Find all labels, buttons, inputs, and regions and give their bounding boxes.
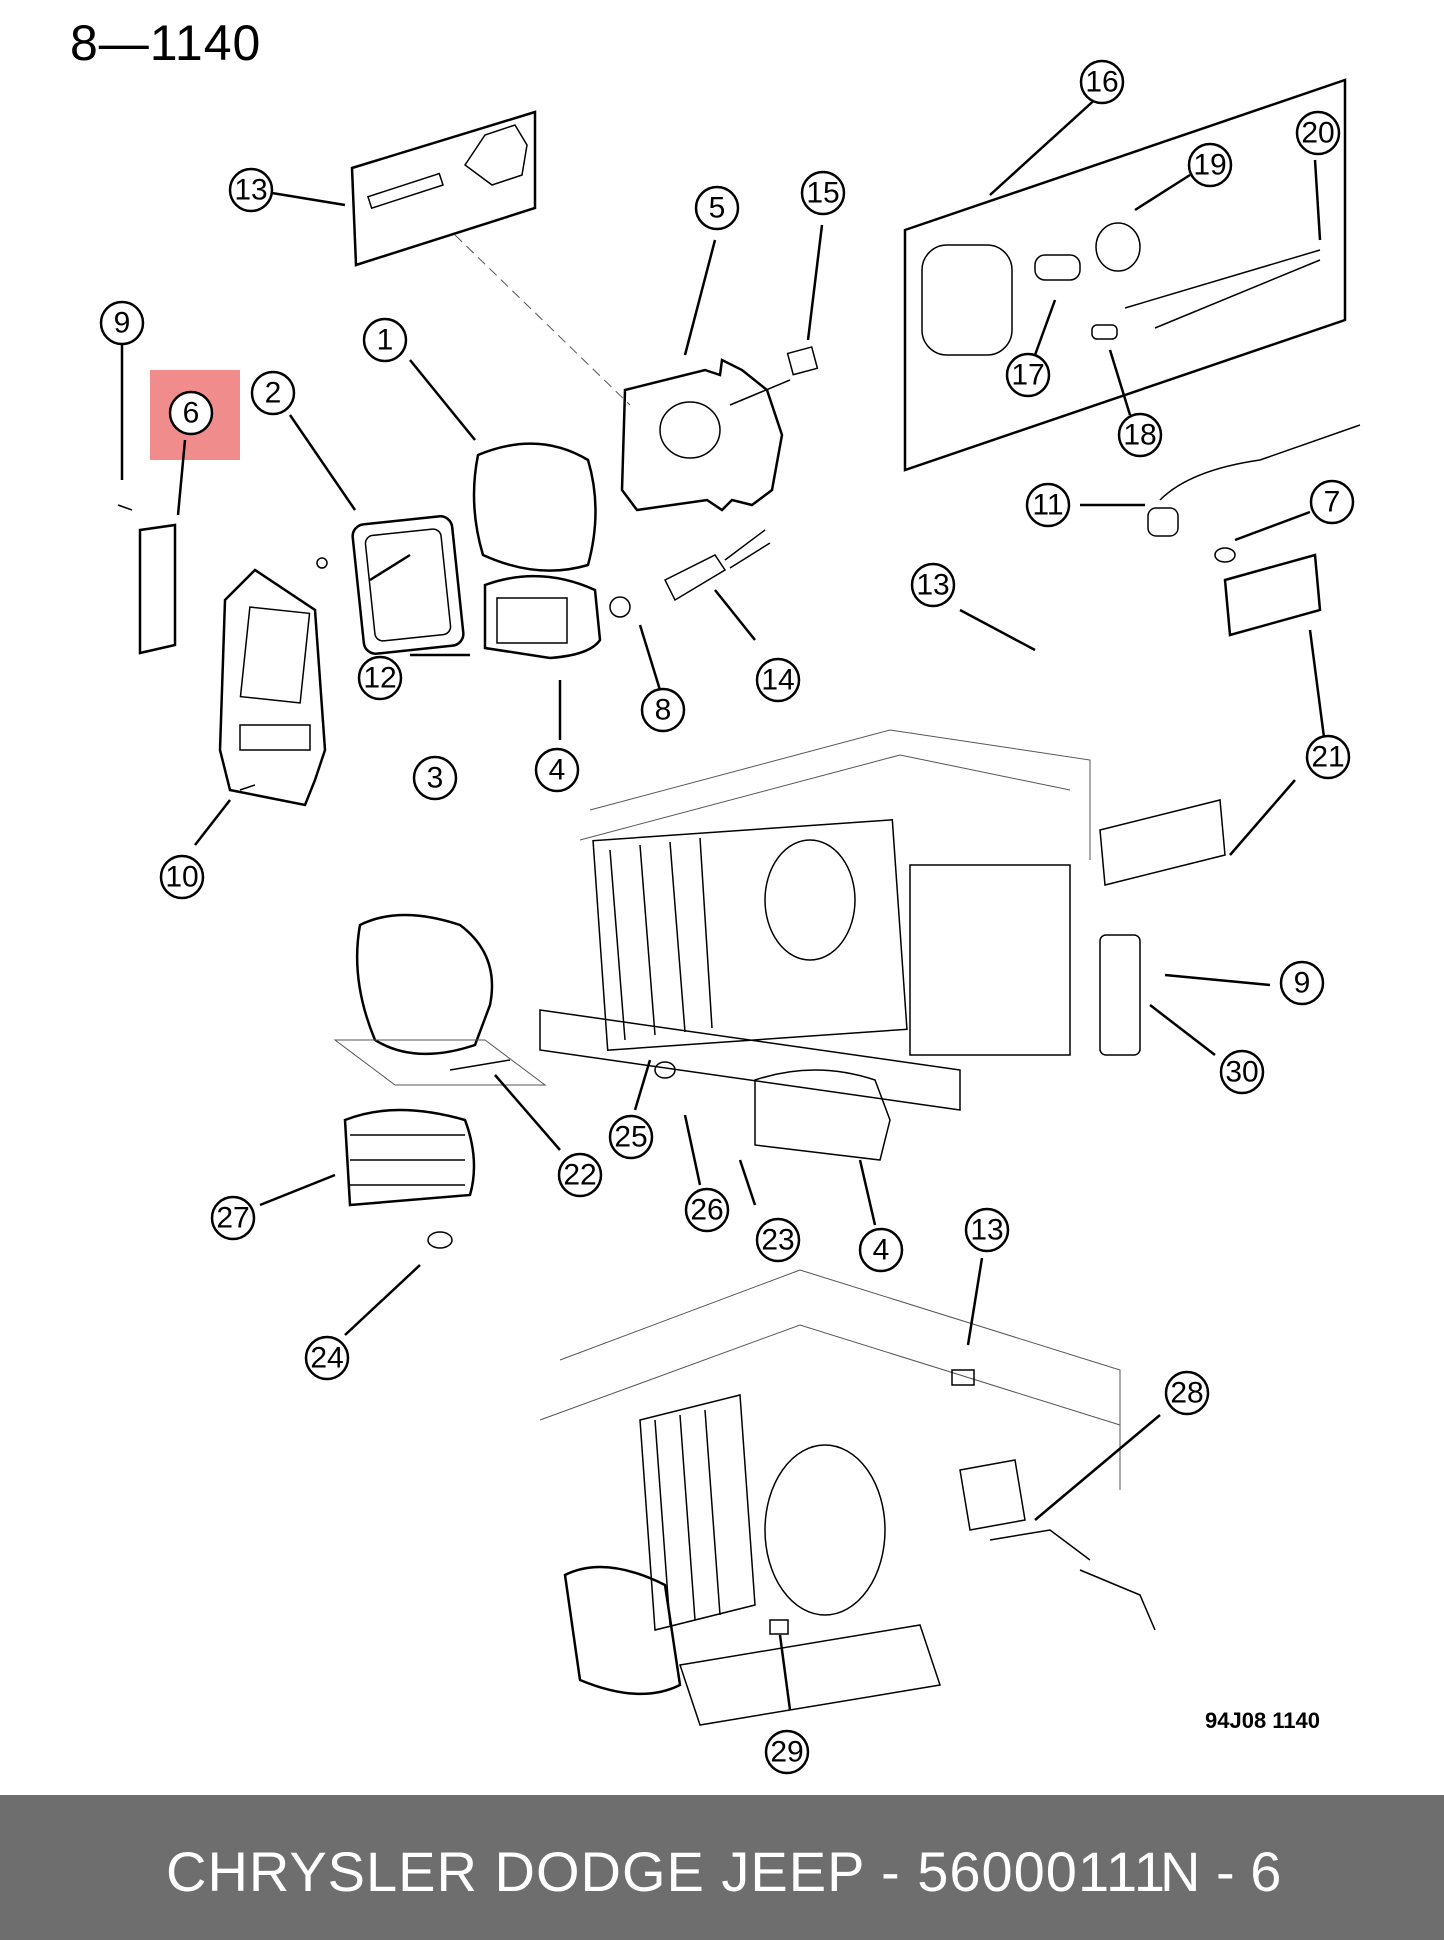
- callout-28: 28: [1164, 1370, 1210, 1416]
- exploded-view-drawing: 1 2 3 4 5 6 7 8 9 10 11 12 13 14 15 16 1…: [99, 59, 1361, 1775]
- svg-text:4: 4: [873, 1234, 890, 1267]
- callout-2: 2: [250, 370, 296, 416]
- svg-text:4: 4: [549, 754, 566, 787]
- callout-30: 30: [1219, 1049, 1265, 1095]
- svg-text:21: 21: [1311, 741, 1344, 774]
- parts-diagram: 8—1140: [70, 15, 1361, 1775]
- side-marker-lamp: [1223, 553, 1322, 637]
- callout-26: 26: [684, 1187, 730, 1233]
- svg-text:9: 9: [1294, 967, 1311, 1000]
- callout-8: 8: [640, 687, 686, 733]
- callout-27: 27: [210, 1195, 256, 1241]
- svg-text:30: 30: [1225, 1056, 1258, 1089]
- callout-12: 12: [357, 655, 403, 701]
- bracket-inset: [350, 110, 631, 406]
- callout-7: 7: [1309, 479, 1355, 525]
- callout-5: 5: [694, 185, 740, 231]
- callout-19: 19: [1187, 142, 1233, 188]
- park-lamp-upper: [483, 574, 602, 660]
- callout-4-lower: 4: [858, 1227, 904, 1273]
- callout-14: 14: [755, 657, 801, 703]
- callout-3: 3: [412, 755, 458, 801]
- svg-text:13: 13: [970, 1214, 1003, 1247]
- svg-text:15: 15: [806, 177, 839, 210]
- callout-15: 15: [800, 170, 846, 216]
- callout-13-lower: 13: [964, 1207, 1010, 1253]
- callout-22: 22: [557, 1152, 603, 1198]
- callout-6: 6: [168, 390, 214, 436]
- svg-text:22: 22: [563, 1159, 596, 1192]
- svg-text:16: 16: [1085, 66, 1118, 99]
- svg-text:18: 18: [1123, 419, 1156, 452]
- svg-text:27: 27: [216, 1202, 249, 1235]
- svg-text:19: 19: [1193, 149, 1226, 182]
- svg-text:14: 14: [761, 664, 794, 697]
- svg-text:17: 17: [1011, 359, 1044, 392]
- callout-16: 16: [1079, 59, 1125, 105]
- bulb-kit-inset: [903, 78, 1347, 472]
- callout-1: 1: [362, 317, 408, 363]
- svg-text:10: 10: [165, 861, 198, 894]
- fog-lamp: [343, 1108, 476, 1249]
- callout-21: 21: [1305, 734, 1351, 780]
- callout-25: 25: [608, 1114, 654, 1160]
- svg-text:29: 29: [770, 1736, 803, 1769]
- callout-23: 23: [755, 1217, 801, 1263]
- callout-4: 4: [534, 747, 580, 793]
- diagram-position: N - 6: [1160, 1840, 1282, 1903]
- callout-17: 17: [1005, 352, 1051, 398]
- headlamp-bezel: [218, 568, 327, 807]
- headlamp-housing: [620, 346, 819, 512]
- vehicle-front-upper: [333, 729, 1226, 1161]
- callout-11: 11: [1025, 482, 1071, 528]
- callout-18: 18: [1117, 412, 1163, 458]
- svg-text:20: 20: [1301, 117, 1334, 150]
- svg-text:1: 1: [377, 324, 394, 357]
- sealed-beam: [472, 442, 597, 572]
- svg-text:6: 6: [183, 397, 200, 430]
- footer-bar: CHRYSLER DODGE JEEP - 56000111 N - 6: [0, 1795, 1444, 1940]
- vehicle-front-lower: [539, 1269, 1156, 1726]
- svg-text:28: 28: [1170, 1377, 1203, 1410]
- side-bracket: [138, 523, 177, 655]
- svg-text:12: 12: [363, 662, 396, 695]
- svg-text:13: 13: [234, 174, 267, 207]
- callout-20: 20: [1295, 110, 1341, 156]
- svg-text:8: 8: [655, 694, 672, 727]
- callout-24: 24: [304, 1335, 350, 1381]
- svg-text:23: 23: [761, 1224, 794, 1257]
- callout-29: 29: [764, 1729, 810, 1775]
- svg-text:9: 9: [114, 307, 131, 340]
- callout-13: 13: [228, 167, 274, 213]
- callout-13-middle: 13: [910, 562, 956, 608]
- callout-9: 9: [99, 300, 145, 346]
- page-id: 8—1140: [70, 15, 262, 71]
- svg-text:5: 5: [709, 192, 726, 225]
- svg-text:2: 2: [265, 377, 282, 410]
- svg-text:11: 11: [1032, 489, 1063, 522]
- svg-text:3: 3: [427, 762, 444, 795]
- svg-text:13: 13: [916, 569, 949, 602]
- callout-9-lower: 9: [1279, 960, 1325, 1006]
- svg-text:25: 25: [614, 1121, 647, 1154]
- brand-part-number: CHRYSLER DODGE JEEP - 56000111: [166, 1840, 1167, 1903]
- retaining-ring: [351, 515, 465, 655]
- svg-text:26: 26: [690, 1194, 723, 1227]
- svg-text:7: 7: [1324, 486, 1341, 519]
- drawing-reference-code: 94J08 1140: [1205, 1708, 1321, 1733]
- leader-lines: [120, 94, 1327, 1711]
- svg-text:24: 24: [310, 1342, 343, 1375]
- callout-10: 10: [159, 854, 205, 900]
